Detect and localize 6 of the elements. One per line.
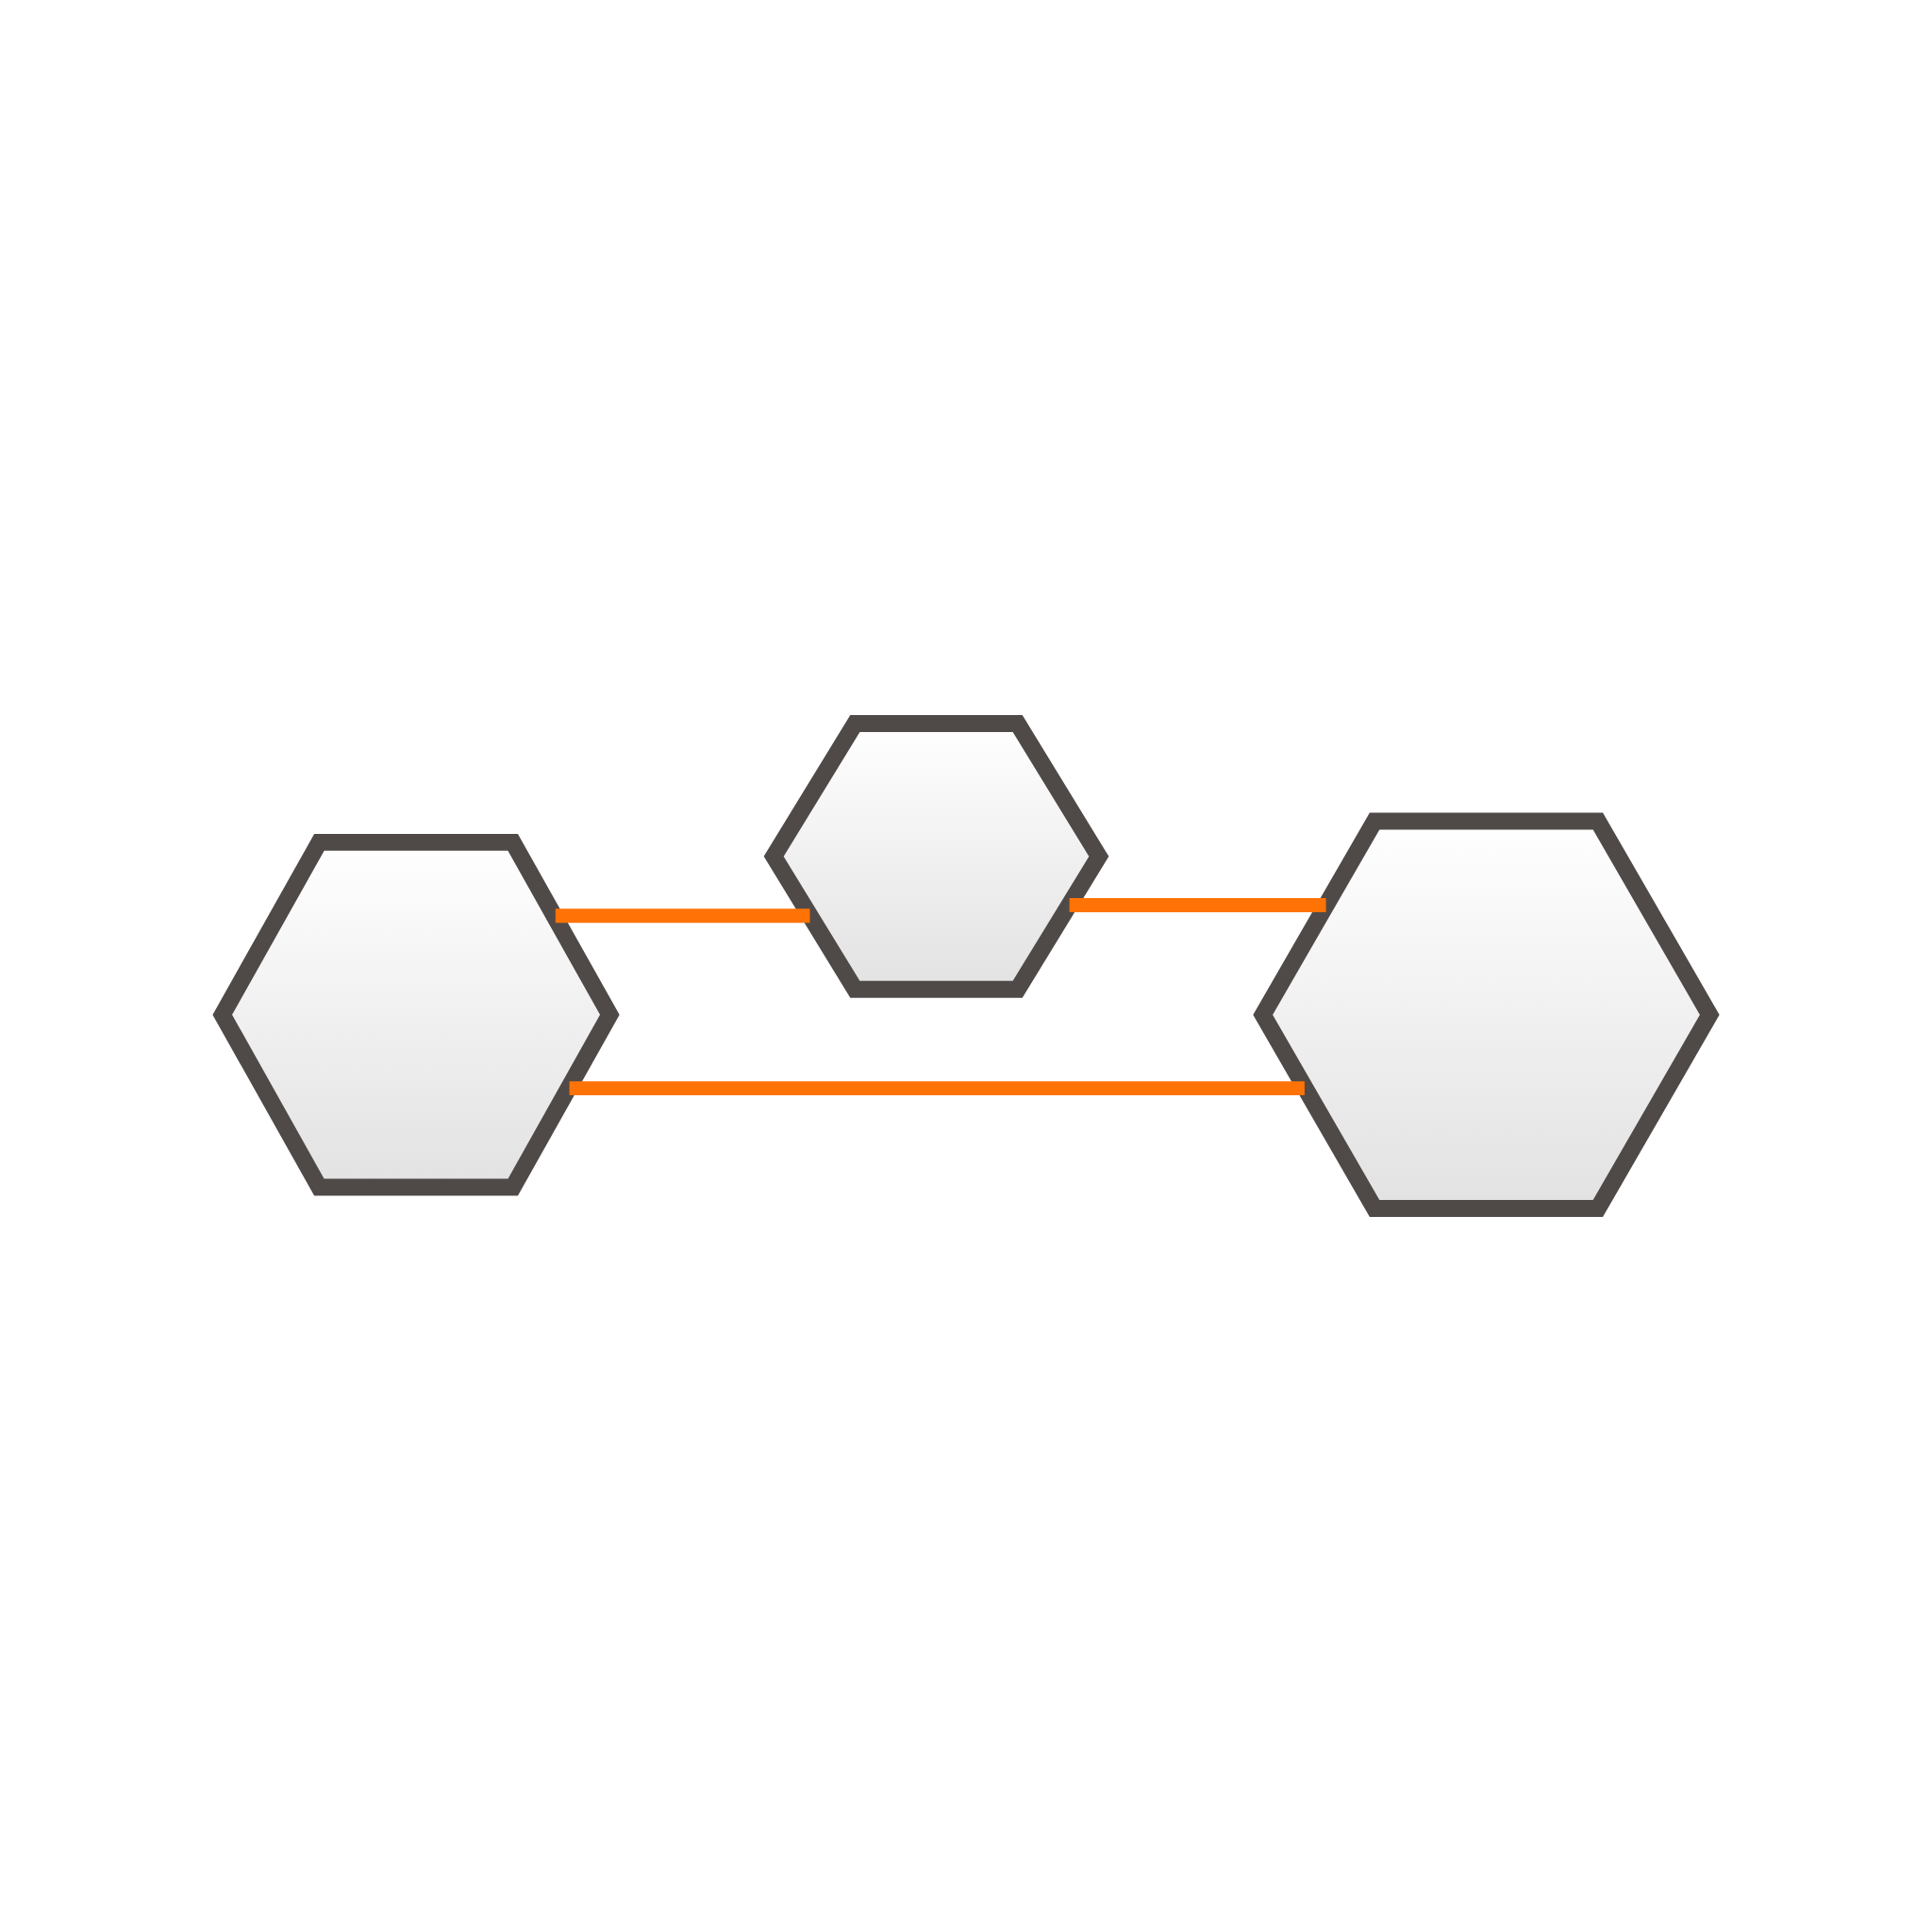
connector xyxy=(569,1081,1305,1096)
connector xyxy=(555,908,810,924)
node-hexagon xyxy=(763,715,1109,998)
connector xyxy=(1069,898,1326,913)
node-hexagon xyxy=(1253,812,1720,1217)
node-hexagon xyxy=(212,833,620,1196)
